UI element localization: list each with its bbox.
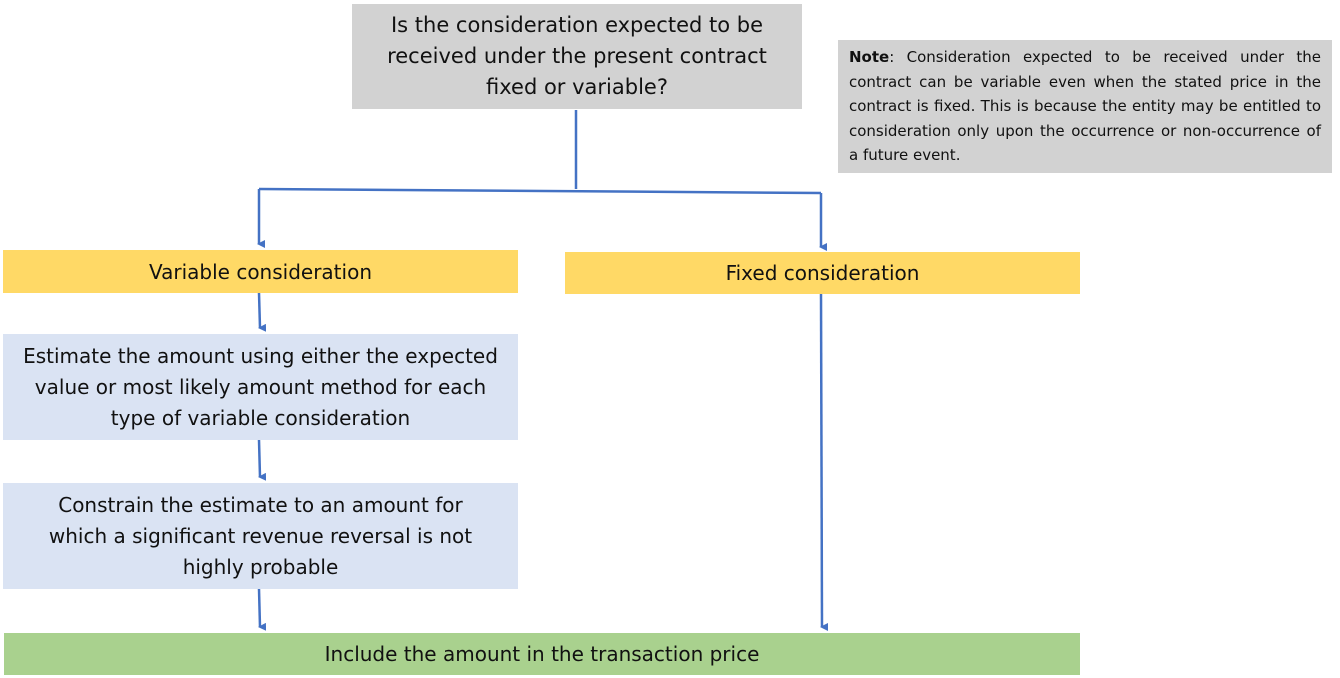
variable-consideration-box: Variable consideration xyxy=(3,250,518,293)
question-box: Is the consideration expected to be rece… xyxy=(352,4,802,109)
question-text: Is the consideration expected to be rece… xyxy=(387,13,767,99)
connector-variable-to-estimate xyxy=(257,292,267,332)
connector-branch-bar xyxy=(258,187,822,195)
fixed-consideration-box: Fixed consideration xyxy=(565,252,1080,294)
connector-fixed-to-include xyxy=(819,293,829,631)
connector-estimate-to-constrain xyxy=(257,439,267,481)
estimate-step-box: Estimate the amount using either the exp… xyxy=(3,334,518,440)
include-result-text: Include the amount in the transaction pr… xyxy=(324,642,760,666)
connector-constrain-to-include xyxy=(257,588,267,631)
fixed-consideration-label: Fixed consideration xyxy=(725,261,920,285)
include-result-box: Include the amount in the transaction pr… xyxy=(4,633,1080,675)
note-box: Note: Consideration expected to be recei… xyxy=(838,40,1332,173)
note-title: Note xyxy=(849,48,890,66)
estimate-step-text: Estimate the amount using either the exp… xyxy=(23,343,498,430)
variable-consideration-label: Variable consideration xyxy=(148,259,372,284)
constrain-step-box: Constrain the estimate to an amount for … xyxy=(3,483,518,589)
note-text: : Consideration expected to be received … xyxy=(849,48,1321,164)
constrain-step-text: Constrain the estimate to an amount for … xyxy=(48,492,473,579)
